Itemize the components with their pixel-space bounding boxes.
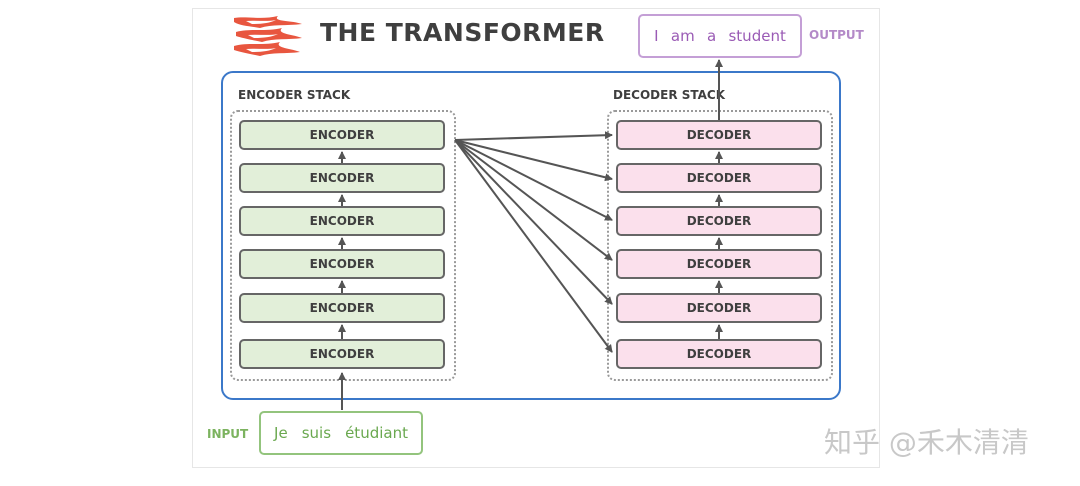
encoder-layer: ENCODER <box>239 120 445 150</box>
watermark: 知乎 @禾木清清 <box>824 426 1029 459</box>
input-label: INPUT <box>207 427 249 441</box>
decoder-layer: DECODER <box>616 206 822 236</box>
decoder-stack-label: DECODER STACK <box>613 88 726 102</box>
input-token: Je <box>274 424 288 442</box>
diagram-frame <box>192 8 880 468</box>
output-token: student <box>728 27 786 45</box>
decoder-layer: DECODER <box>616 249 822 279</box>
diagram-title: THE TRANSFORMER <box>320 18 605 47</box>
encoder-layer: ENCODER <box>239 206 445 236</box>
decoder-layer: DECODER <box>616 120 822 150</box>
encoder-layer: ENCODER <box>239 163 445 193</box>
flame-logo-icon <box>234 16 302 56</box>
decoder-layer: DECODER <box>616 163 822 193</box>
input-token: suis <box>301 424 332 442</box>
encoder-layer: ENCODER <box>239 249 445 279</box>
encoder-layer: ENCODER <box>239 339 445 369</box>
transformer-box <box>221 71 841 400</box>
output-token: I <box>654 27 659 45</box>
output-token: a <box>706 27 717 45</box>
encoder-layer: ENCODER <box>239 293 445 323</box>
encoder-stack-label: ENCODER STACK <box>238 88 351 102</box>
output-box: I am a student <box>638 14 802 58</box>
input-token: étudiant <box>345 424 408 442</box>
decoder-layer: DECODER <box>616 339 822 369</box>
output-token: am <box>670 27 695 45</box>
decoder-layer: DECODER <box>616 293 822 323</box>
output-label: OUTPUT <box>809 28 864 42</box>
input-box: Je suis étudiant <box>259 411 423 455</box>
